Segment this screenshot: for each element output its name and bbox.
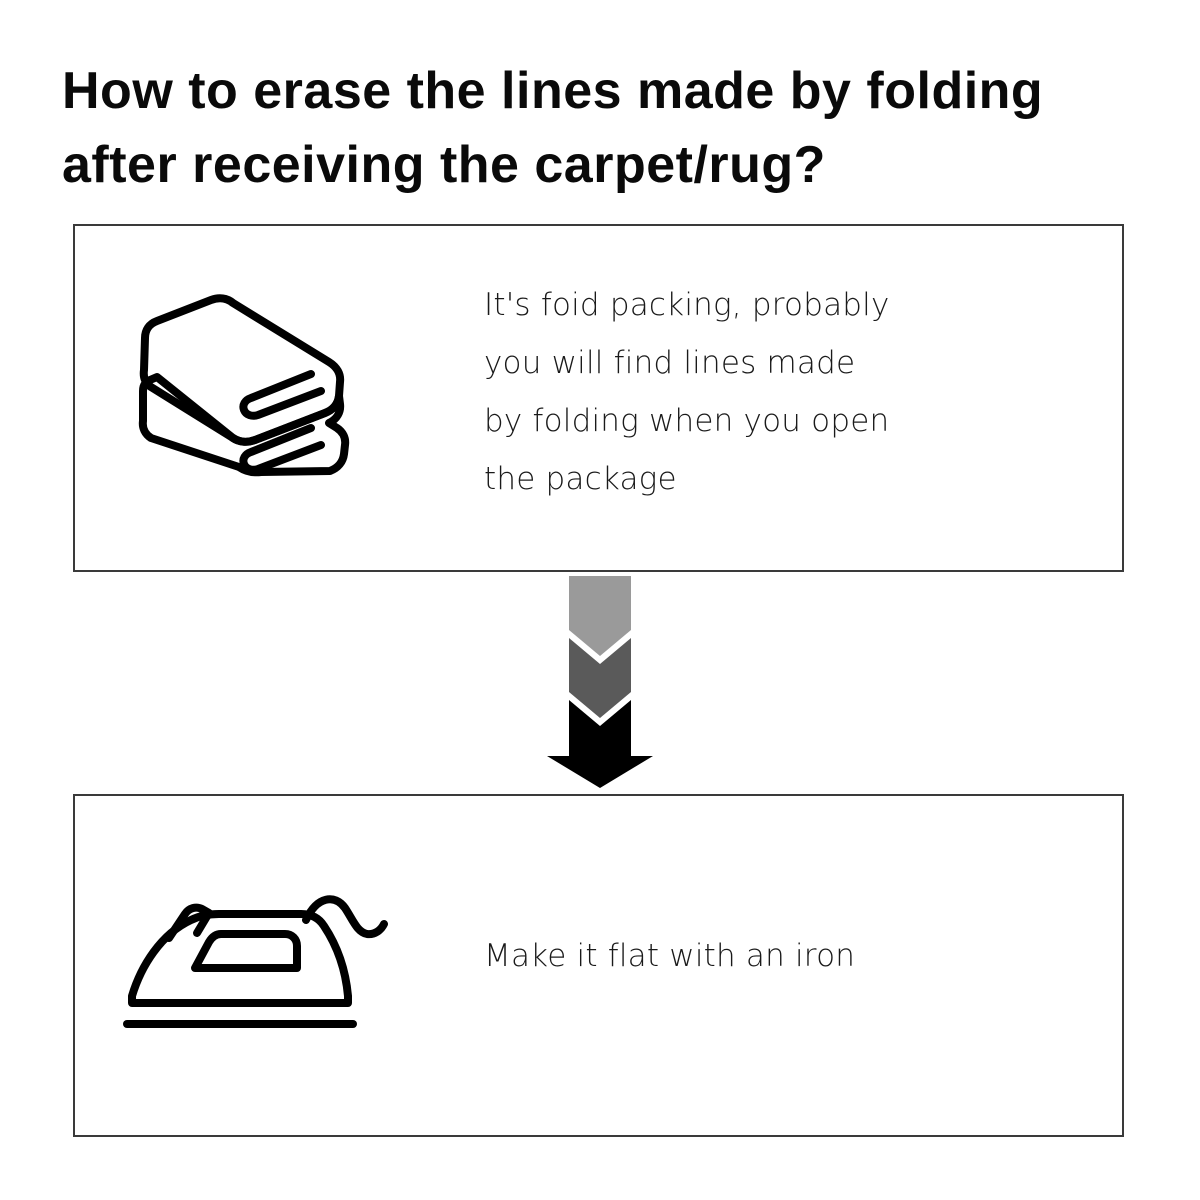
- step-2-panel: Make it flat with an iron: [73, 794, 1124, 1137]
- chevron-light: [569, 576, 631, 656]
- chevron-dark: [569, 638, 631, 718]
- page-title: How to erase the lines made by folding a…: [62, 62, 1044, 194]
- folded-towels-icon: [115, 286, 375, 486]
- clothes-iron-icon: [105, 876, 405, 1046]
- step-2-description: Make it flat with an iron: [484, 938, 856, 974]
- downward-flow-arrow: [547, 576, 653, 788]
- arrow-black: [547, 700, 653, 788]
- step-1-description: It's foid packing, probably you will fin…: [484, 287, 890, 497]
- step-1-panel: It's foid packing, probably you will fin…: [73, 224, 1124, 572]
